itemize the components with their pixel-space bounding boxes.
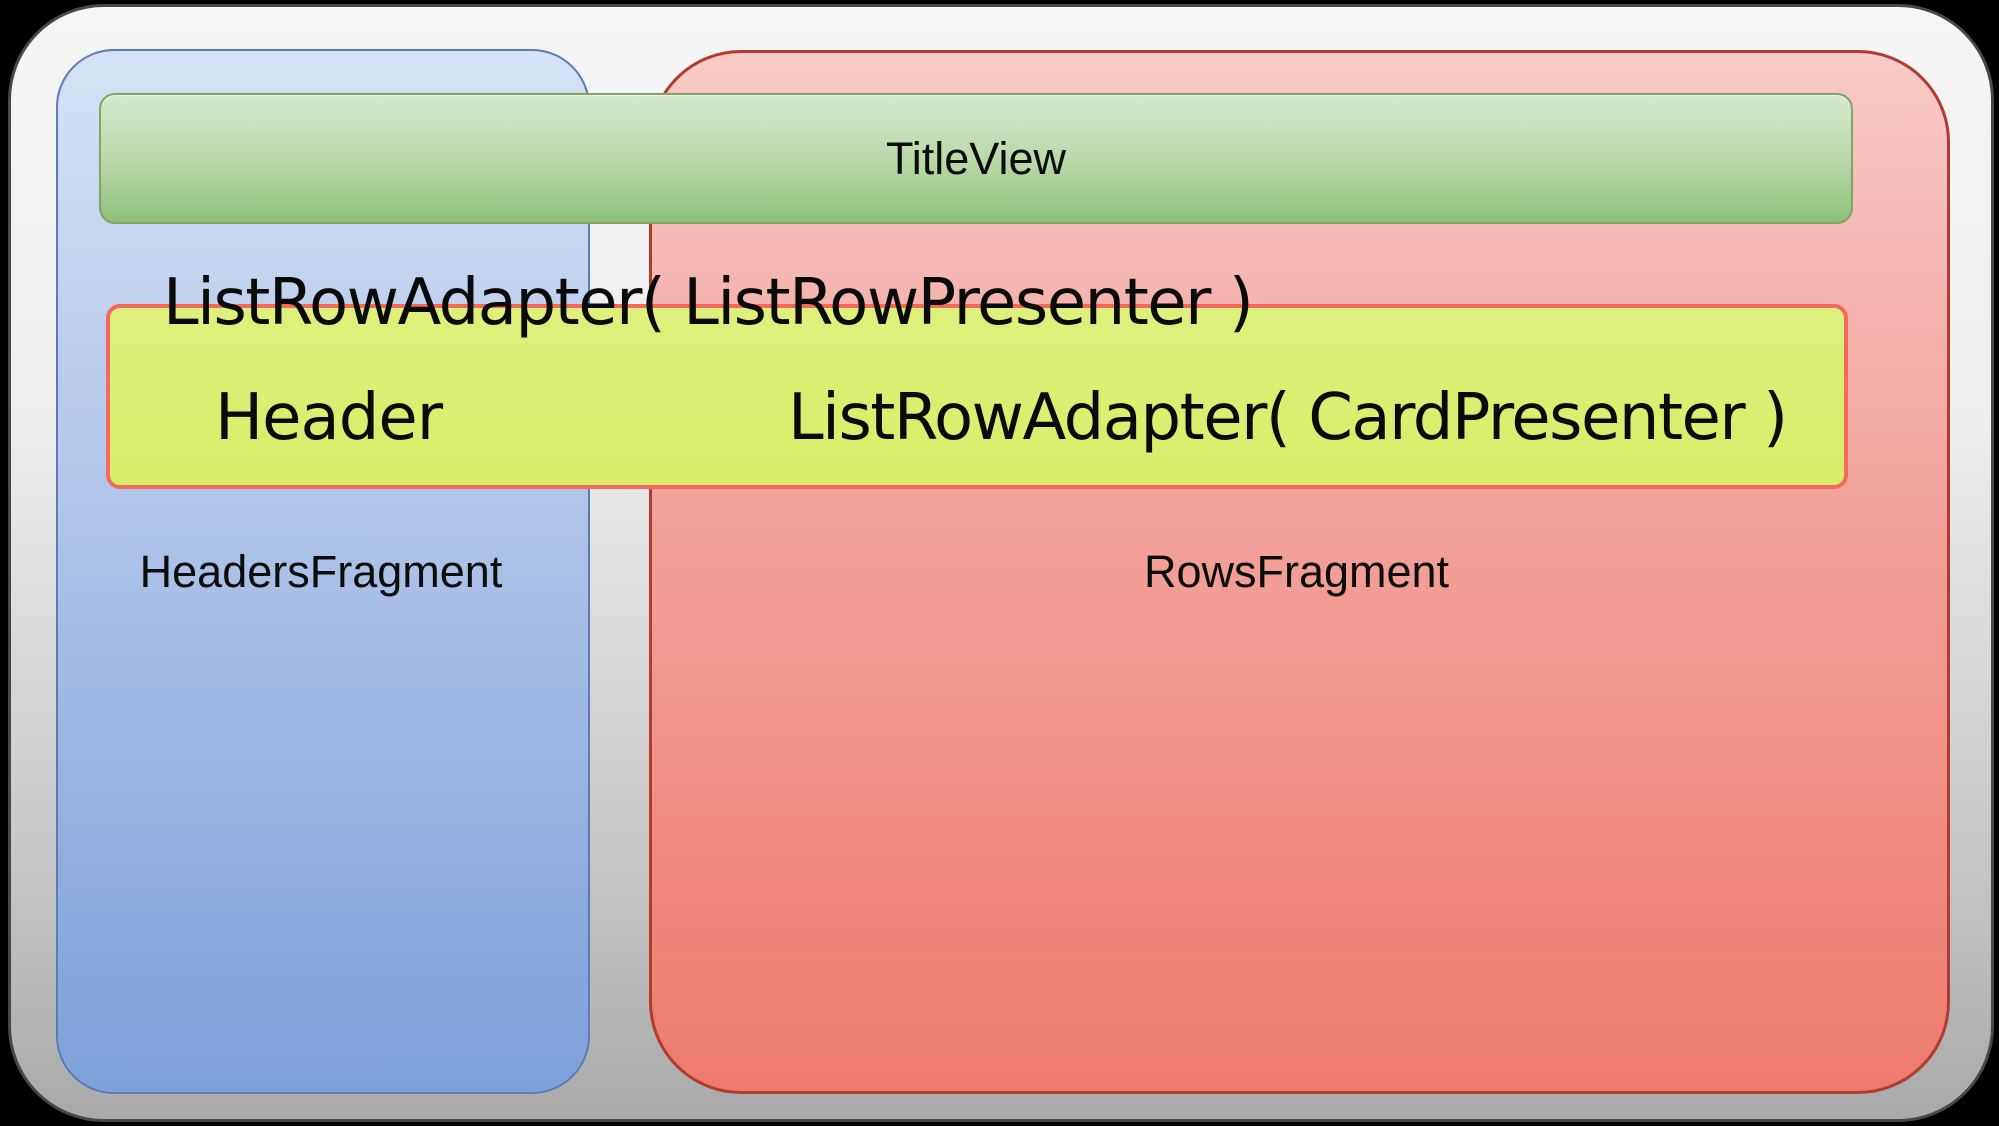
list-row-adapter-list-row-presenter-label: ListRowAdapter( ListRowPresenter ): [163, 266, 1254, 340]
browse-fragment-container: TitleView Header ListRowAdapter( CardPre…: [8, 4, 1994, 1122]
headers-fragment-label: HeadersFragment: [139, 546, 503, 597]
rows-fragment-box: [649, 50, 1950, 1094]
header-label: Header: [215, 381, 443, 455]
list-row-bar: Header ListRowAdapter( CardPresenter ): [106, 304, 1848, 489]
rows-fragment-label: RowsFragment: [1143, 546, 1450, 597]
title-view-label: TitleView: [885, 132, 1067, 184]
title-view-bar: TitleView: [99, 93, 1853, 224]
list-row-adapter-card-presenter-label: ListRowAdapter( CardPresenter ): [788, 381, 1788, 455]
